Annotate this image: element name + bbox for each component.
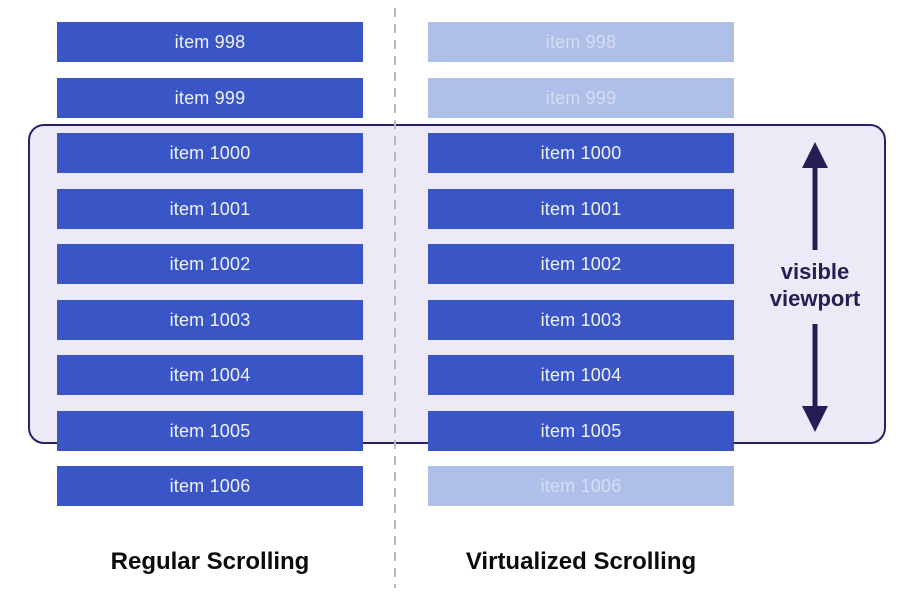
list-item: item 1002	[428, 244, 734, 284]
list-item: item 1005	[57, 410, 363, 451]
list-item: item 999	[57, 77, 363, 118]
list-item: item 998	[57, 22, 363, 62]
list-item: item 1001	[428, 188, 734, 229]
viewport-label: visible viewport	[769, 259, 861, 311]
dashed-divider-line	[394, 8, 396, 588]
regular-scrolling-column: item 998 item 999 item 1000 item 1001 item 1…	[57, 22, 363, 506]
list-item: item 1004	[57, 355, 363, 395]
list-item: item 1004	[428, 355, 734, 395]
list-item: item 1001	[57, 188, 363, 229]
list-item: item 1002	[57, 244, 363, 284]
arrow-up-icon	[802, 142, 828, 250]
regular-scrolling-label: Regular Scrolling	[110, 548, 310, 575]
list-item: item 1003	[428, 299, 734, 340]
list-item: item 1000	[57, 133, 363, 173]
list-item: item 1003	[57, 299, 363, 340]
virtualized-scrolling-label: Virtualized Scrolling	[465, 548, 697, 575]
list-item: item 1006	[428, 466, 734, 506]
list-item: item 998	[428, 22, 734, 62]
arrow-down-icon	[802, 324, 828, 432]
list-item: item 1006	[57, 466, 363, 506]
virtualized-scrolling-column: item 998 item 999 item 1000 item 1001 item 1…	[428, 22, 734, 506]
list-item: item 999	[428, 77, 734, 118]
list-item: item 1000	[428, 133, 734, 173]
list-item: item 1005	[428, 410, 734, 451]
